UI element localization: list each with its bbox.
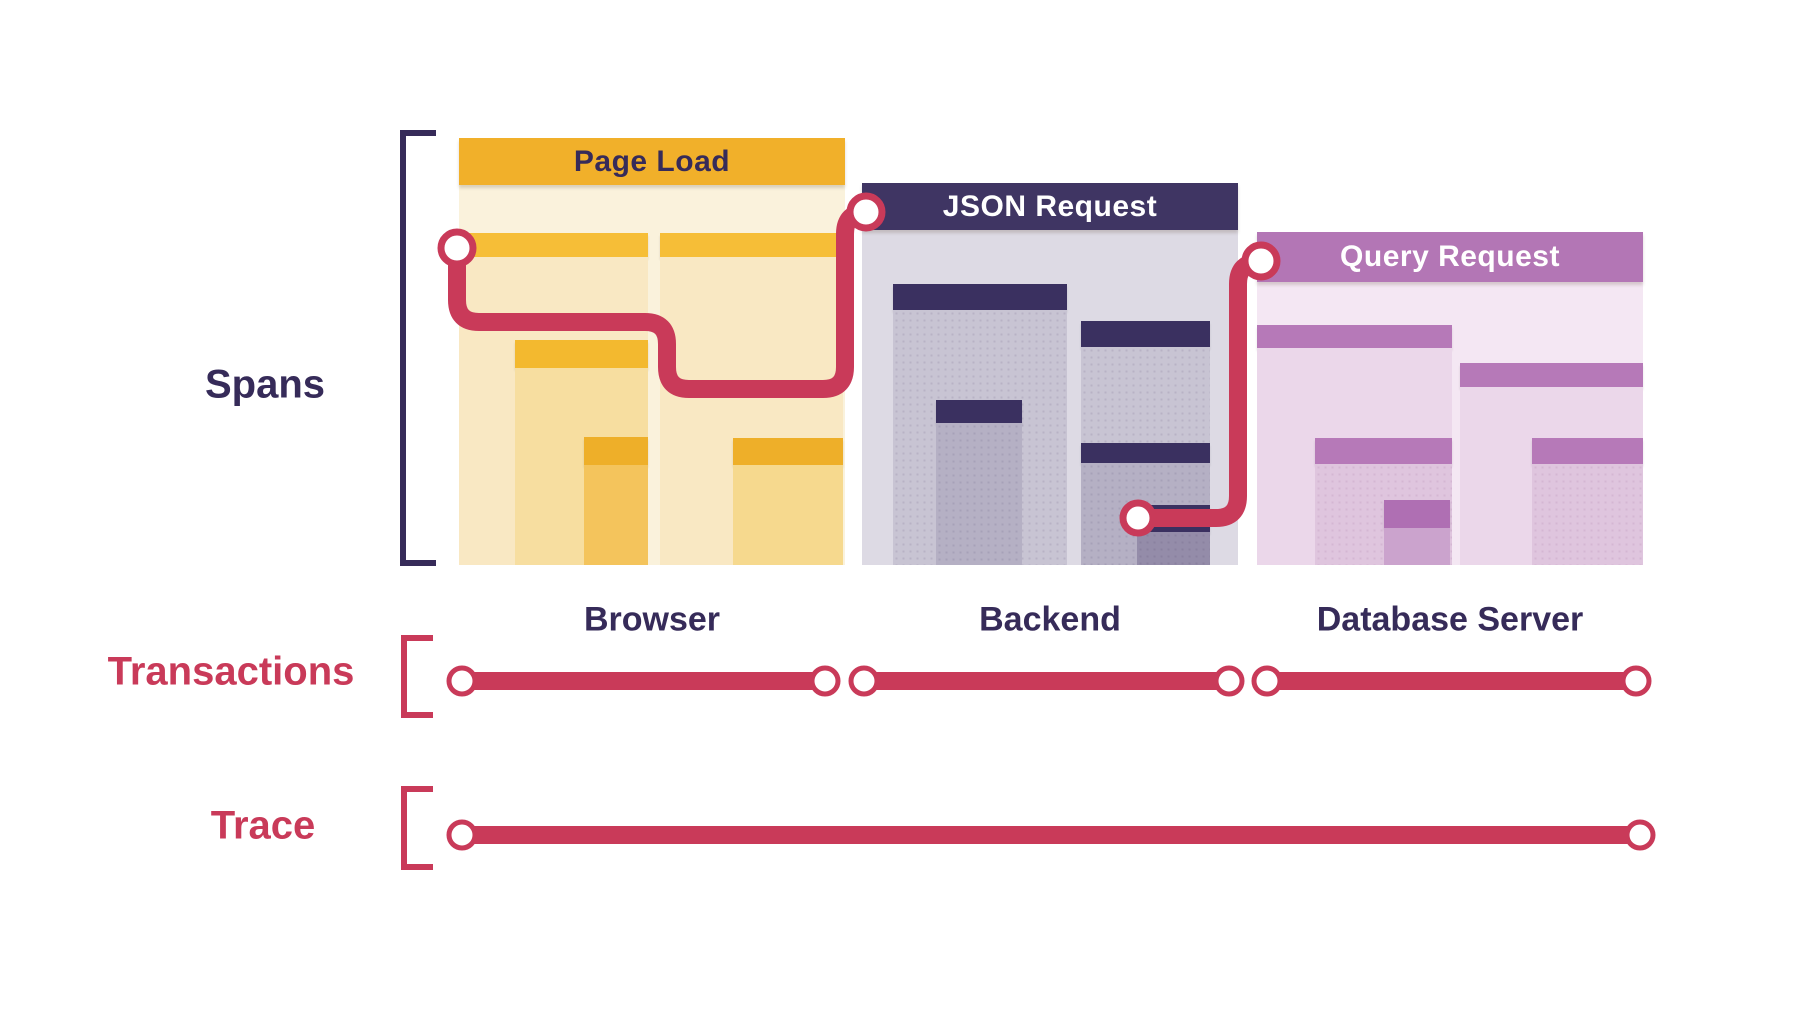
- span-bar-head: [1460, 363, 1643, 387]
- panel-json-request: JSON Request: [862, 183, 1238, 565]
- span-bar-body: [584, 465, 648, 565]
- trace-label: Trace: [210, 803, 316, 848]
- spans-bracket: [400, 130, 436, 566]
- span-bar-head: [1081, 321, 1210, 347]
- span-bar-body: [936, 423, 1022, 565]
- page-load-header: Page Load: [459, 138, 845, 185]
- panel-query-request: Query Request: [1257, 232, 1643, 565]
- transaction-node: [848, 665, 880, 697]
- trace-node: [446, 819, 478, 851]
- span-bar: [936, 400, 1022, 565]
- machine-label-backend: Backend: [979, 600, 1121, 639]
- transaction-node: [1251, 665, 1283, 697]
- spans-label: Spans: [204, 362, 326, 407]
- transaction-node: [809, 665, 841, 697]
- span-bar-body: [1137, 532, 1210, 565]
- span-bar-body: [1384, 528, 1450, 565]
- span-bar: [584, 437, 648, 565]
- span-bar: [1384, 500, 1450, 565]
- span-bar: [1137, 505, 1210, 565]
- transaction-node: [446, 665, 478, 697]
- span-bar-head: [1081, 443, 1210, 463]
- span-bar-head: [1532, 438, 1643, 464]
- span-bar-head: [1384, 500, 1450, 528]
- span-bar-head: [893, 284, 1067, 310]
- span-bar-head: [1257, 325, 1452, 348]
- span-bar-head: [584, 437, 648, 465]
- query-request-header: Query Request: [1257, 232, 1643, 282]
- trace-node: [1624, 819, 1656, 851]
- machine-label-browser: Browser: [583, 600, 721, 639]
- trace-bracket: [401, 786, 433, 870]
- span-bar-head: [459, 233, 648, 257]
- transactions-bracket: [401, 635, 433, 718]
- json-request-header: JSON Request: [862, 183, 1238, 230]
- span-bar: [1532, 438, 1643, 565]
- span-bar-head: [1137, 505, 1210, 532]
- span-bar-body: [733, 465, 843, 565]
- span-bar-head: [515, 340, 648, 368]
- machine-label-database-server: Database Server: [1316, 600, 1584, 639]
- transactions-label: Transactions: [107, 649, 355, 694]
- span-bar-head: [733, 438, 843, 465]
- transaction-node: [1620, 665, 1652, 697]
- span-bar-head: [1315, 438, 1452, 464]
- transaction-node: [1213, 665, 1245, 697]
- span-bar: [733, 438, 843, 565]
- span-bar-head: [660, 233, 843, 257]
- panel-page-load: Page Load: [459, 138, 845, 565]
- span-bar-body: [1532, 464, 1643, 565]
- span-bar-head: [936, 400, 1022, 423]
